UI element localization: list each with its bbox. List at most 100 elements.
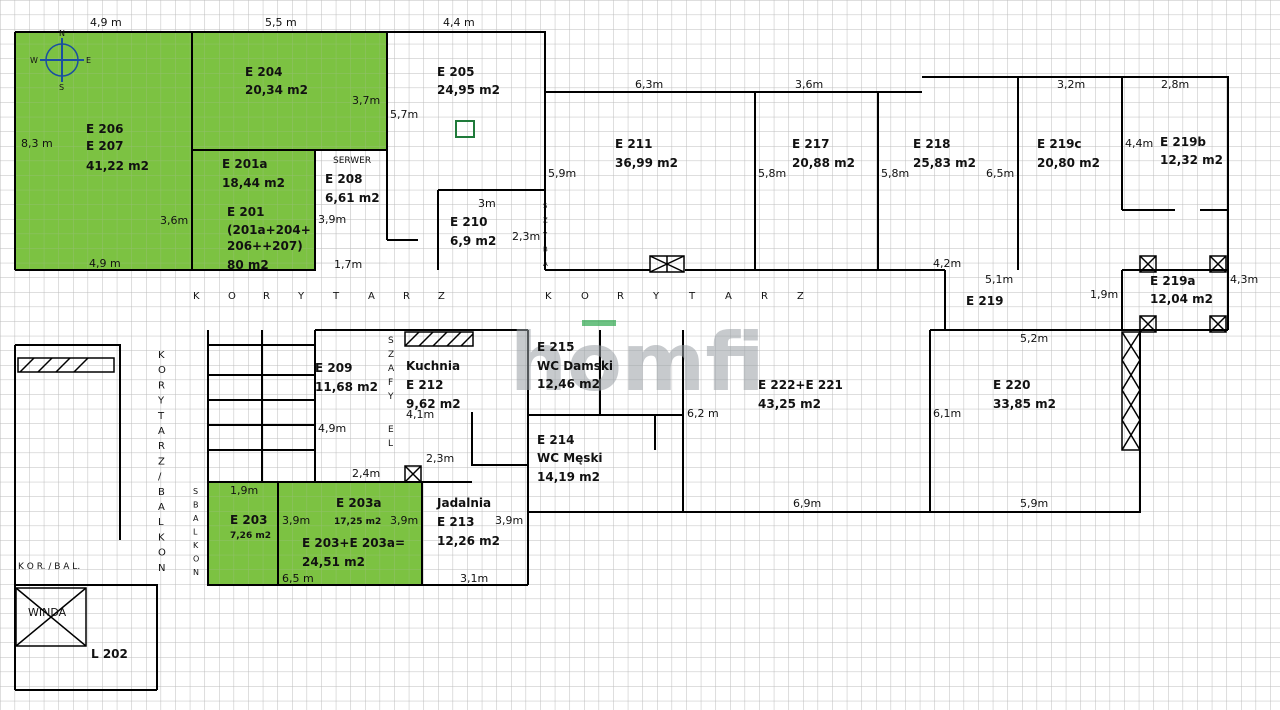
dim-11: 3,6m	[160, 214, 188, 227]
corr-sb-letter: B	[193, 501, 199, 510]
dim-20: 6,5m	[986, 167, 1014, 180]
corr-h2-letter: T	[688, 291, 696, 302]
dim-17: 5,9m	[548, 167, 576, 180]
watermark-accent	[582, 320, 616, 326]
compass-e: E	[86, 56, 91, 65]
e214-area: 14,19 m2	[537, 470, 600, 484]
e201-area: 80 m2	[227, 258, 269, 272]
marker-square-icon	[455, 120, 475, 138]
e219c-area: 20,80 m2	[1037, 156, 1100, 170]
e203-area: 7,26 m2	[230, 531, 271, 541]
corr-v-letter: Y	[157, 396, 165, 407]
e212-area: 9,62 m2	[406, 397, 461, 411]
corr-sb-letter: S	[193, 487, 198, 496]
dim-26: 5,2m	[1020, 332, 1048, 345]
dim-13: 1,7m	[334, 258, 362, 271]
e219c-name: E 219c	[1037, 137, 1082, 151]
corr-h1-letter: R	[263, 291, 270, 302]
e212-label: Kuchnia	[406, 359, 460, 373]
corr-h2-letter: R	[617, 291, 624, 302]
e215-name: E 215	[537, 340, 574, 354]
corr-h2-letter: K	[545, 291, 552, 302]
dim-16: 2,3m	[512, 230, 540, 243]
corr-h1-letter: K	[193, 291, 200, 302]
corr-v-letter: O	[158, 365, 166, 376]
watermark-logo: homfi	[510, 316, 765, 409]
e217-area: 20,88 m2	[792, 156, 855, 170]
corr-v-letter: R	[158, 380, 165, 391]
compass-w: W	[30, 56, 38, 65]
dim-1: 4,9 m	[90, 16, 122, 29]
dim-30: 6,1m	[933, 407, 961, 420]
corr-v-letter: B	[158, 487, 165, 498]
e219a-name: E 219a	[1150, 274, 1196, 288]
corr-sb-letter: L	[193, 528, 198, 537]
dim-14: 3,9m	[318, 213, 346, 226]
e201-line2: (201a+204+	[227, 223, 311, 237]
corr-sz2-letter: Z	[543, 217, 548, 225]
corr-v-letter: N	[158, 563, 165, 574]
e219b-area: 12,32 m2	[1160, 153, 1223, 167]
dim-27: 4,1m	[406, 408, 434, 421]
dim-28: 4,9m	[318, 422, 346, 435]
corr-sb-letter: A	[193, 514, 199, 523]
walls	[14, 31, 1229, 691]
dim-6: 3,2m	[1057, 78, 1085, 91]
corr-sz2-letter: A	[543, 260, 548, 268]
compass-n: N	[59, 29, 65, 38]
e215-label: WC Damski	[537, 359, 613, 373]
e208-name: E 208	[325, 172, 362, 186]
dim-34: 3,9m	[282, 514, 310, 527]
corr-v-letter: Z	[158, 456, 165, 467]
e222-name: E 222+E 221	[758, 378, 843, 392]
winda-label: WINDA	[28, 606, 67, 619]
e206-name: E 206	[86, 122, 123, 136]
e220-area: 33,85 m2	[993, 397, 1056, 411]
corr-sb-letter: O	[193, 555, 199, 564]
corr-sz2-letter: Y	[542, 231, 548, 239]
e209-name: E 209	[315, 361, 352, 375]
e214-name: E 214	[537, 433, 574, 447]
corr-v-letter: /	[158, 472, 162, 483]
room-labels: E 206 E 207 41,22 m2 E 204 20,34 m2 E 20…	[28, 65, 1223, 661]
corr-h2-letter: Z	[797, 291, 804, 302]
e211-area: 36,99 m2	[615, 156, 678, 170]
corr-v-letter: L	[158, 517, 164, 528]
dim-18: 5,8m	[758, 167, 786, 180]
dim-21: 4,4m	[1125, 137, 1153, 150]
dim-37: 6,9m	[793, 497, 821, 510]
e211-name: E 211	[615, 137, 652, 151]
dim-3: 4,4 m	[443, 16, 475, 29]
dim-8: 3,7m	[352, 94, 380, 107]
dim-4: 6,3m	[635, 78, 663, 91]
corr-h1-letter: A	[368, 291, 375, 302]
corr-v-letter: K	[158, 350, 165, 361]
e220-name: E 220	[993, 378, 1030, 392]
e207-name: E 207	[86, 139, 123, 153]
dim-5: 3,6m	[795, 78, 823, 91]
dim-15: 3m	[478, 197, 496, 210]
corr-v-letter: T	[157, 411, 165, 422]
e222-area: 43,25 m2	[758, 397, 821, 411]
corr-sb-letter: N	[193, 568, 199, 577]
l202-name: L 202	[91, 647, 128, 661]
corr-sb-letter: K	[193, 541, 199, 550]
e219b-name: E 219b	[1160, 135, 1206, 149]
dimension-labels: 4,9 m 5,5 m 4,4 m 6,3m 3,6m 3,2m 2,8m 3,…	[21, 16, 1258, 585]
dim-25: 4,3m	[1230, 273, 1258, 286]
e217-name: E 217	[792, 137, 829, 151]
dim-38: 5,9m	[1020, 497, 1048, 510]
e201-line3: 206++207)	[227, 239, 303, 253]
dim-39: 6,5 m	[282, 572, 314, 585]
dim-2: 5,5 m	[265, 16, 297, 29]
e201a-name: E 201a	[222, 157, 268, 171]
pillars	[15, 255, 1227, 647]
dim-24: 1,9m	[1090, 288, 1118, 301]
e205-name: E 205	[437, 65, 474, 79]
corr-v-letter: A	[158, 426, 165, 437]
corr-h1-letter: T	[332, 291, 340, 302]
